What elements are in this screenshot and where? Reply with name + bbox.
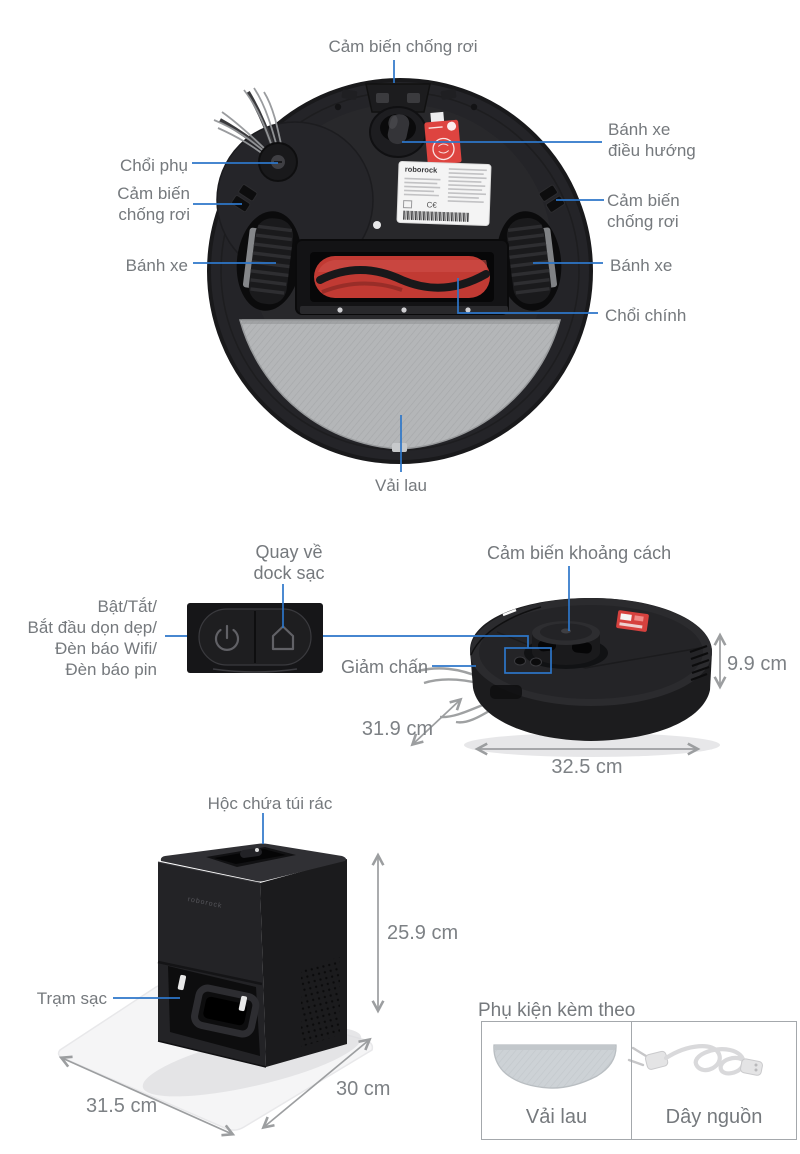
dim-robot-depth: 31.9 cm: [361, 718, 433, 740]
dimension-arrows: [58, 632, 727, 1137]
top-notch: [365, 83, 431, 113]
mop-accessory-icon: [493, 1044, 617, 1089]
dock-view: roborock: [57, 843, 374, 1131]
accessories-title: Phụ kiện kèm theo: [478, 1000, 636, 1021]
label-sensor-right-line2: chống rơi: [607, 212, 679, 231]
label-distance-sensor: Cảm biến khoảng cách: [487, 543, 672, 563]
label-side-brush: Chổi phụ: [119, 156, 188, 175]
label-power-button: Bật/Tắt/ Bắt đầu dọn dẹp/ Đèn báo Wifi/ …: [7, 596, 157, 680]
dock-vents: [301, 957, 340, 1047]
cliff-sensor-left: [231, 184, 258, 213]
label-power-line4: Đèn báo pin: [65, 660, 157, 679]
label-sensor-left-line2: chống rơi: [118, 205, 190, 224]
dim-dock-width: 31.5 cm: [86, 1095, 158, 1117]
label-caster-line2: điều hướng: [608, 141, 696, 160]
dim-dock-height: 25.9 cm: [387, 922, 459, 944]
side-vent: [689, 644, 710, 682]
accessories-table: Vải lau Dây nguồn: [481, 1021, 797, 1140]
caster-wheel: [369, 106, 427, 158]
label-sensor-top: Cảm biến chống rơi: [328, 37, 478, 56]
lidar-turret: [524, 621, 608, 669]
label-sensor-left-line1: Cảm biến: [117, 184, 190, 203]
accessory-cell-mop: Vải lau: [482, 1022, 631, 1139]
leader-lines: [113, 60, 604, 999]
power-cord-icon: [627, 1044, 763, 1076]
label-caster-wheel: Bánh xe điều hướng: [608, 119, 696, 161]
label-bumper: Giảm chấn: [340, 657, 428, 677]
svg-text:C€: C€: [426, 200, 437, 209]
right-wheel: [496, 211, 562, 311]
label-charging-station: Trạm sạc: [36, 989, 107, 1008]
button-highlight-box: [504, 647, 552, 674]
label-dock-return: Quay về dock sạc: [219, 542, 359, 584]
robot-label-brand: roborock: [405, 165, 439, 175]
label-sensor-right-line1: Cảm biến: [607, 191, 680, 210]
label-power-line3: Đèn báo Wifi/: [54, 639, 157, 658]
label-bag-compartment: Hộc chứa túi rác: [207, 794, 333, 813]
power-icon: [214, 624, 240, 651]
spec-label: roborock C€: [396, 161, 492, 226]
label-main-brush: Chổi chính: [605, 306, 687, 325]
dock-bay-handle: [191, 984, 260, 1038]
label-dock-return-line1: Quay về: [255, 542, 323, 562]
dim-robot-width: 32.5 cm: [551, 756, 623, 778]
label-power-line2: Bắt đầu dọn dẹp/: [27, 618, 157, 637]
dim-robot-height: 9.9 cm: [727, 653, 788, 675]
label-wheel-left: Bánh xe: [125, 256, 188, 275]
label-dock-return-line2: dock sạc: [253, 563, 325, 583]
label-sensor-left: Cảm biến chống rơi: [60, 183, 190, 225]
label-wheel-right: Bánh xe: [610, 256, 673, 275]
main-brush-module: [295, 239, 509, 315]
mop-pad: [239, 319, 561, 452]
label-power-line1: Bật/Tắt/: [97, 597, 157, 616]
label-sensor-right: Cảm biến chống rơi: [607, 190, 680, 232]
accessory-cell-cord: Dây nguồn: [631, 1022, 796, 1139]
robot-bottom-view: roborock C€: [207, 78, 593, 464]
side-brush: [213, 87, 298, 182]
label-mop-cloth: Vải lau: [375, 476, 427, 495]
accessory-mop-label: Vải lau: [525, 1106, 588, 1128]
home-dock-icon: [271, 625, 295, 651]
label-caster-line1: Bánh xe: [608, 120, 671, 139]
accessory-cord-label: Dây nguồn: [665, 1106, 763, 1128]
side-sticker: [616, 610, 649, 632]
dim-dock-depth: 30 cm: [336, 1078, 391, 1100]
left-wheel: [236, 211, 302, 311]
